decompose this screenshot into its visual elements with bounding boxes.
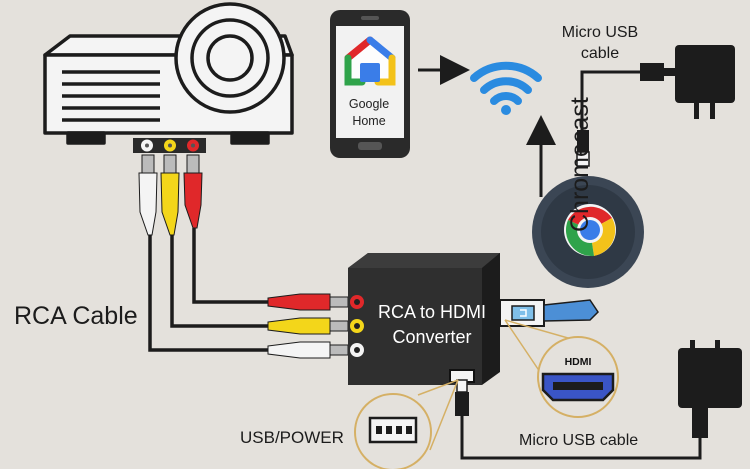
charger-bottom [455, 340, 742, 460]
micro-usb-cable-top-label: Micro USB cable [555, 22, 645, 64]
phone [330, 10, 410, 158]
micro-usb-top-line1: Micro USB [561, 24, 639, 41]
chromecast-device [526, 115, 644, 288]
rca-cable-label: RCA Cable [14, 302, 138, 330]
rca-plugs-top [138, 154, 203, 236]
rca-plugs-converter [267, 293, 349, 359]
micro-usb-top-line2: cable [580, 45, 620, 62]
micro-usb-cable-bottom-label: Micro USB cable [519, 432, 639, 449]
hdmi-connector [499, 299, 599, 327]
converter-label: RCA to HDMI Converter [372, 300, 492, 350]
converter-label-line1: RCA to HDMI [377, 302, 487, 322]
hdmi-badge-label: HDMI [564, 356, 592, 368]
wifi-dot [501, 105, 511, 115]
google-home-icon [344, 36, 396, 86]
rca-cable [148, 228, 268, 352]
chromecast-label: Chromecast [566, 97, 594, 232]
usb-callout [354, 379, 459, 469]
google-home-label-line2: Home [352, 114, 386, 128]
projector [43, 2, 294, 145]
wifi-icon [470, 61, 542, 105]
google-home-label-line1: Google [348, 97, 390, 111]
charger-top [576, 45, 735, 167]
rca-to-hdmi-converter [348, 253, 500, 385]
google-home-label: Google Home [336, 96, 402, 130]
hdmi-callout [504, 319, 619, 418]
converter-label-line2: Converter [392, 327, 472, 347]
usb-power-label: USB/POWER [240, 428, 344, 447]
projector-rca-ports [133, 138, 206, 153]
usb-port-icon [368, 416, 418, 444]
